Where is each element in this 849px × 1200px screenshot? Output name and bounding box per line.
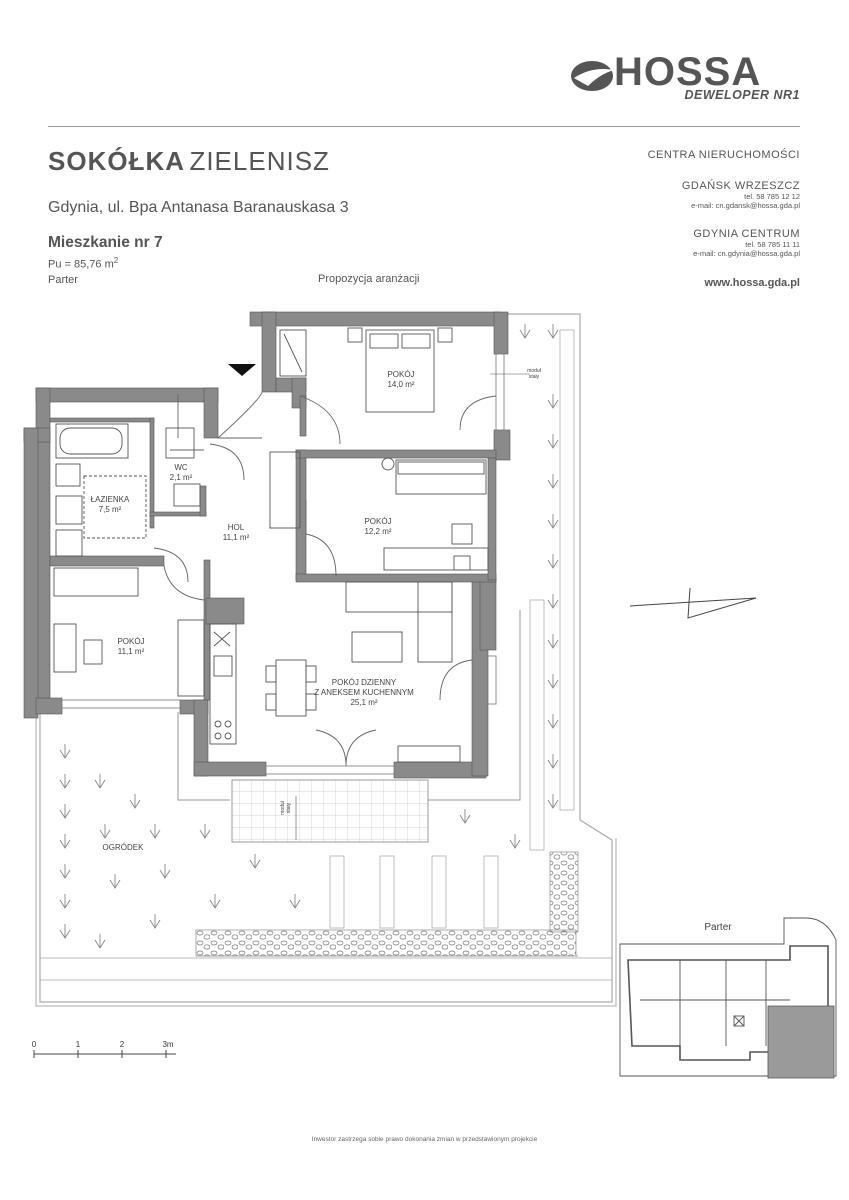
scale-tick-0: 0 xyxy=(32,1040,37,1049)
area-label: Pu = 85,76 m xyxy=(48,258,114,271)
room-label-garden: OGRÓDEK xyxy=(103,843,145,852)
room-area-bedroom-mid: 12,2 m² xyxy=(364,527,391,536)
logo-mark-icon xyxy=(571,61,614,91)
contact-heading: CENTRA NIERUCHOMOŚCI xyxy=(647,149,800,161)
room-area-wc: 2,1 m² xyxy=(170,473,193,482)
office-1-email: e-mail: cn.gdansk@hossa.gda.pl xyxy=(691,201,800,210)
apartment-title: Mieszkanie nr 7 xyxy=(48,234,163,251)
project-name-light: ZIELENISZ xyxy=(189,146,330,176)
entry-arrow-icon xyxy=(228,364,256,376)
area-sup: 2 xyxy=(113,256,119,265)
room-area-bedroom-left: 11,1 m² xyxy=(118,647,145,656)
room-area-hall: 11,1 m² xyxy=(223,533,250,542)
keyplan-title: Parter xyxy=(704,922,732,933)
office-1-phone: tel. 58 785 12 12 xyxy=(744,192,800,201)
room-label-bedroom-top: POKÓJ xyxy=(387,370,414,379)
room-label-wc: WC xyxy=(174,463,188,472)
garden-area xyxy=(35,313,617,1007)
scale-tick-1: 1 xyxy=(76,1040,81,1049)
project-address: Gdynia, ul. Bpa Antanasa Baranauskasa 3 xyxy=(48,199,349,216)
room-label-bathroom: ŁAZIENKA xyxy=(91,495,130,504)
room-label-bedroom-mid: POKÓJ xyxy=(364,517,391,526)
room-area-living: 25,1 m² xyxy=(350,698,377,707)
walls xyxy=(23,311,511,779)
apartment-floor: Parter xyxy=(48,274,78,286)
logo-wordmark: HOSSA xyxy=(614,50,762,94)
scale-bar xyxy=(33,1050,176,1058)
module-lines xyxy=(295,373,530,840)
room-label-living-2: Z ANEKSEM KUCHENNYM xyxy=(314,688,414,697)
hossa-logo: HOSSA DEWELOPER NR1 xyxy=(570,50,802,106)
apartment-area: Pu = 85,76 m2 xyxy=(48,256,118,271)
logo-tagline: DEWELOPER NR1 xyxy=(684,88,800,102)
terrace xyxy=(231,779,429,843)
office-1-name: GDAŃSK WRZESZCZ xyxy=(681,180,800,192)
arrangement-note: Propozycja aranżacji xyxy=(318,273,420,285)
scale-tick-2: 2 xyxy=(120,1040,125,1049)
room-area-bedroom-top: 14,0 m² xyxy=(387,380,414,389)
scale-tick-3: 3m xyxy=(162,1040,173,1049)
project-name-bold: SOKÓŁKA xyxy=(48,146,185,176)
module-label-1a: moduł xyxy=(527,368,542,374)
keyplan-highlight xyxy=(767,1005,835,1079)
north-arrow-icon xyxy=(629,587,757,619)
website-link[interactable]: www.hossa.gda.pl xyxy=(704,277,800,289)
module-label-2a: moduł xyxy=(280,800,286,815)
room-label-living: POKÓJ DZIENNY xyxy=(332,678,397,687)
project-title: SOKÓŁKA ZIELENISZ xyxy=(48,146,330,177)
room-label-hall: HOL xyxy=(228,523,245,532)
module-label-2b: stały xyxy=(286,802,292,813)
module-label-1b: stały xyxy=(529,374,540,380)
doors xyxy=(153,391,497,767)
room-label-bedroom-left: POKÓJ xyxy=(117,637,144,646)
footer-disclaimer: Inwestor zastrzega sobie prawo dokonania… xyxy=(311,1136,538,1143)
room-area-bathroom: 7,5 m² xyxy=(99,505,122,514)
office-2-phone: tel. 58 785 11 11 xyxy=(745,240,800,249)
office-2-name: GDYNIA CENTRUM xyxy=(693,228,800,240)
office-2-email: e-mail: cn.gdynia@hossa.gda.pl xyxy=(693,249,800,258)
furniture xyxy=(53,327,489,763)
header-divider xyxy=(48,126,800,127)
windows xyxy=(61,353,505,775)
